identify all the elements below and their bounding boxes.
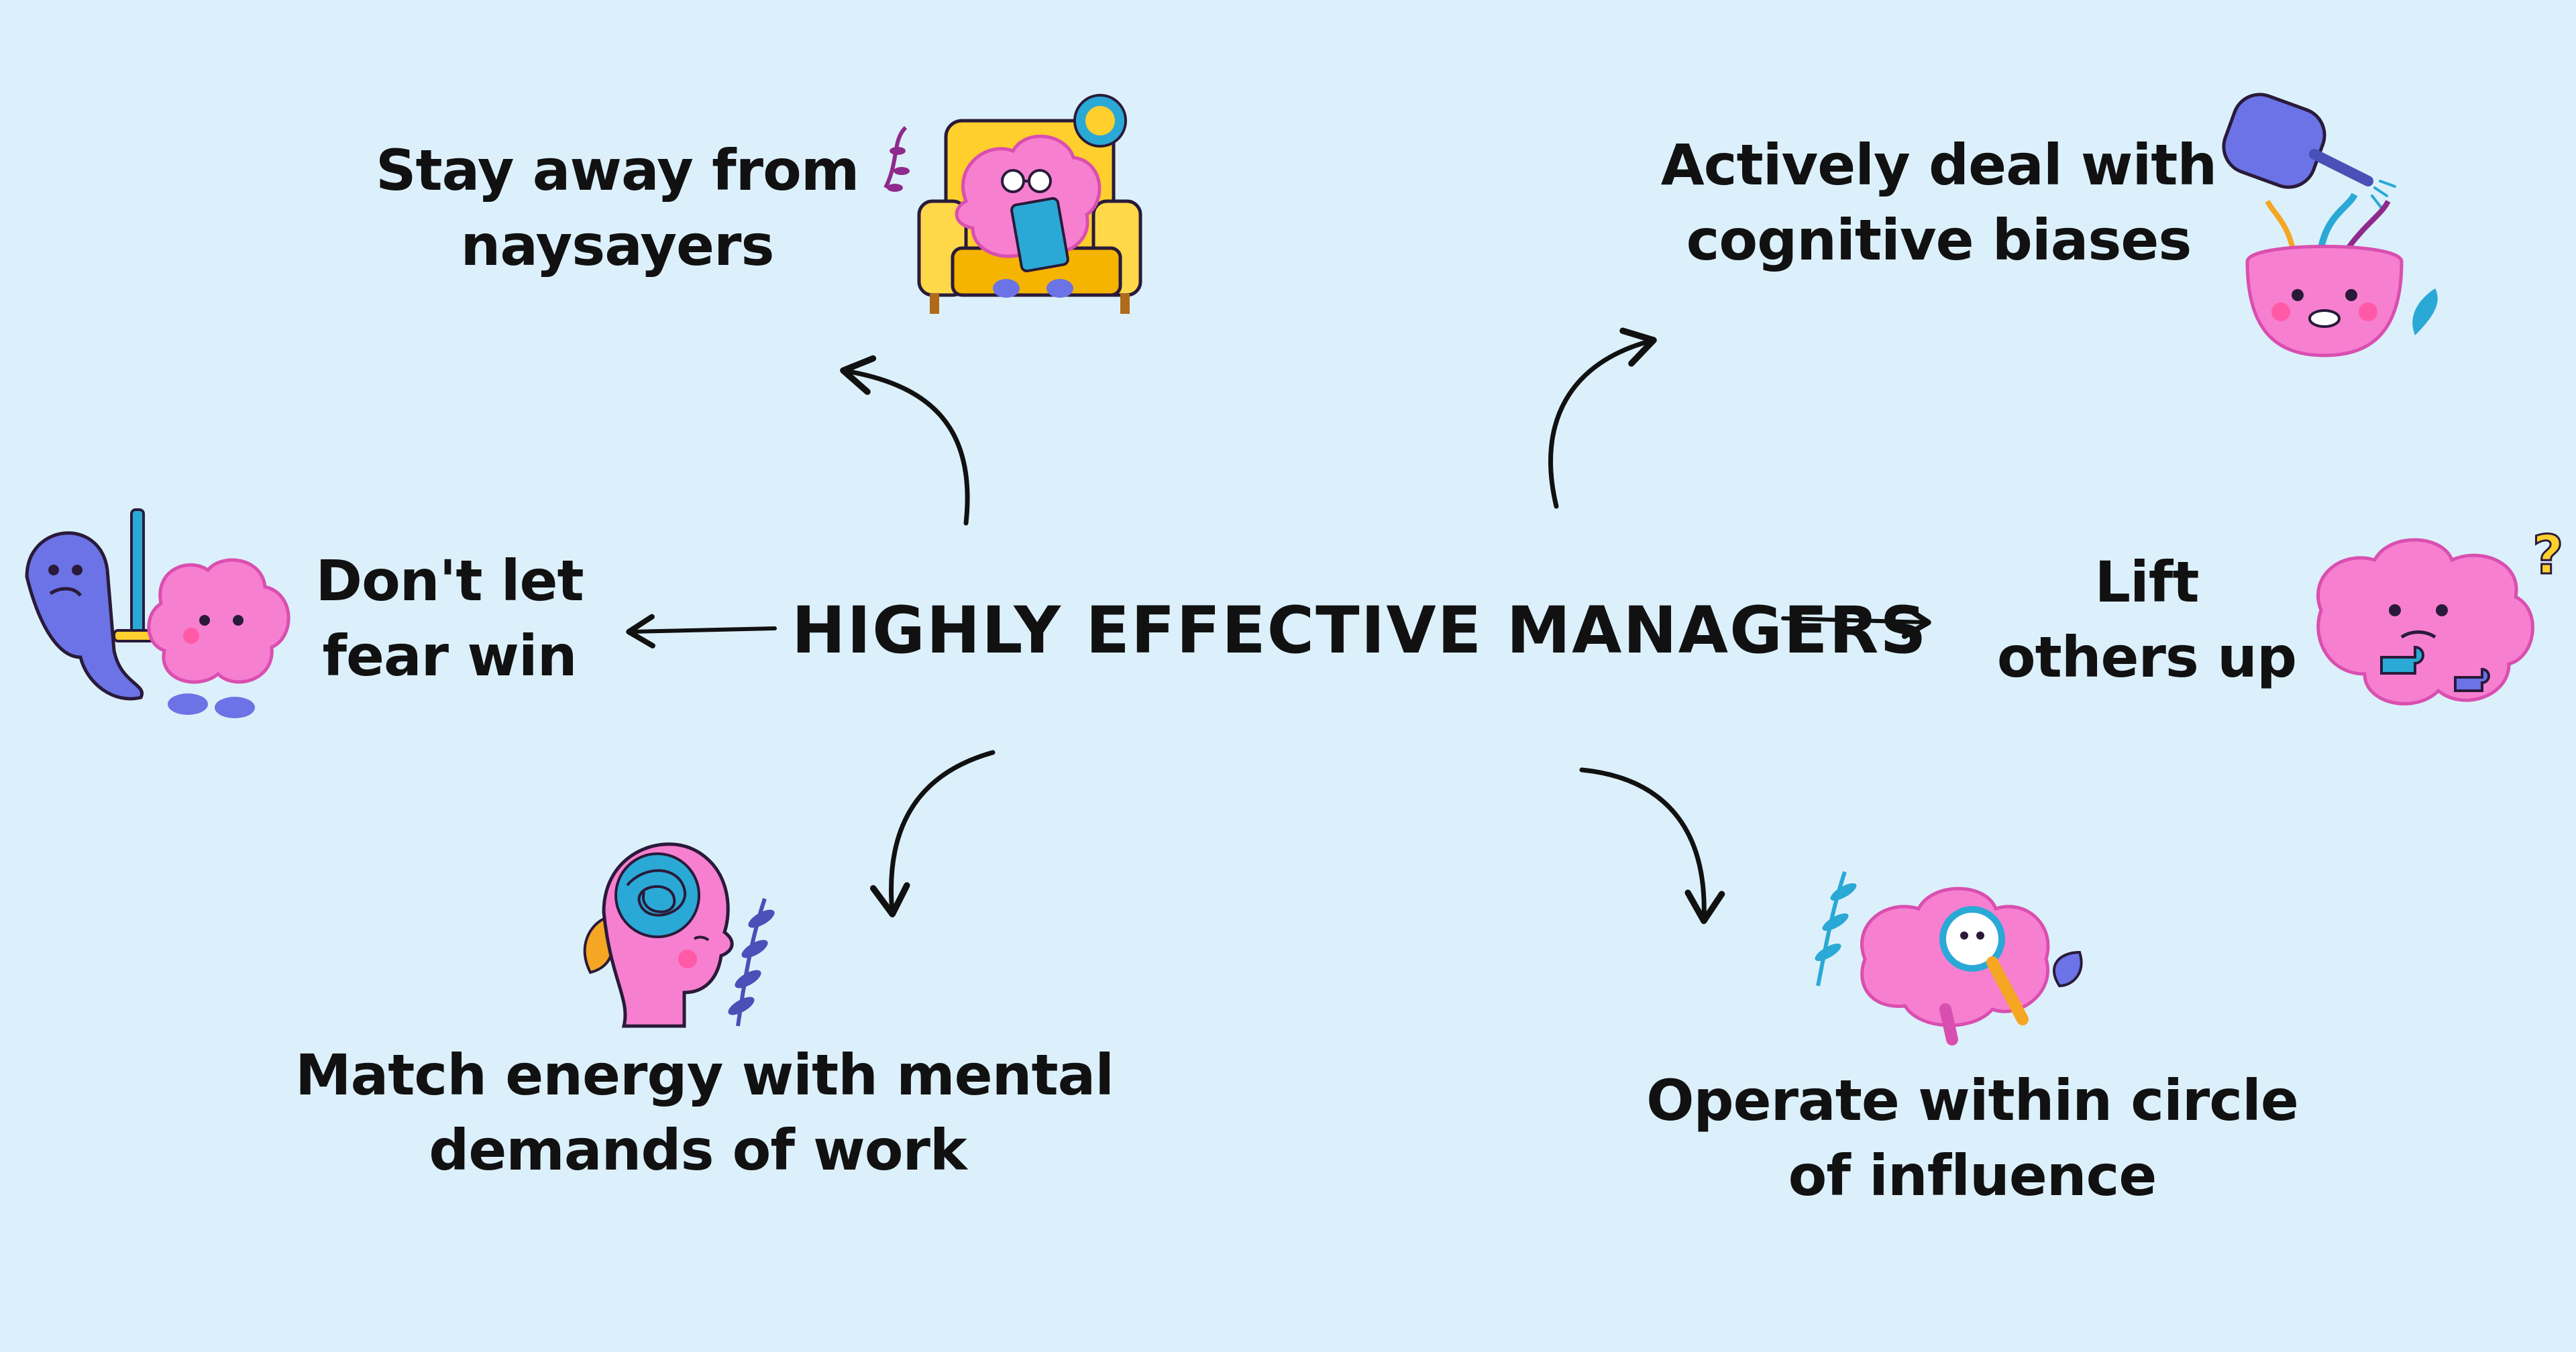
node-fear-line1: Don't let xyxy=(315,548,584,614)
node-fear-label: Don't let fear win xyxy=(315,543,584,693)
node-lift-line1: Lift xyxy=(2094,549,2199,615)
brain-with-puzzle-icon: ? xyxy=(2316,523,2565,706)
node-naysayers-label: Stay away from naysayers xyxy=(376,133,859,283)
arrow-to-influence xyxy=(1579,767,1725,924)
head-with-tangled-thoughts-icon xyxy=(583,842,775,1028)
node-influence-line2: of influence xyxy=(1788,1143,2157,1208)
node-naysayers-line1: Stay away from xyxy=(376,137,859,203)
node-biases-label: Actively deal with cognitive biases xyxy=(1657,127,2220,278)
node-biases-line1: Actively deal with xyxy=(1660,132,2217,198)
svg-text:?: ? xyxy=(2532,524,2563,586)
arrow-to-naysayers xyxy=(840,355,970,526)
arrow-to-fear xyxy=(626,614,777,649)
node-lift-label: Lift others up xyxy=(1986,545,2308,695)
center-title: HIGHLY EFFECTIVE MANAGERS xyxy=(792,593,1928,668)
brain-with-magnifier-icon xyxy=(1815,871,2083,1046)
node-fear-line2: fear win xyxy=(322,623,577,689)
node-energy-line1: Match energy with mental xyxy=(295,1042,1114,1108)
node-influence-label: Operate within circle of influence xyxy=(1637,1063,2308,1213)
ghost-and-brain-with-sword-icon xyxy=(25,508,290,718)
node-lift-line2: others up xyxy=(1996,624,2297,690)
arrow-to-lift xyxy=(1781,604,1931,639)
node-influence-line1: Operate within circle xyxy=(1646,1068,2299,1133)
brain-on-armchair-icon xyxy=(883,94,1142,314)
watering-can-plant-head-icon xyxy=(2222,93,2438,357)
node-energy-label: Match energy with mental demands of work xyxy=(295,1037,1114,1188)
arrow-to-energy xyxy=(869,750,996,917)
node-biases-line2: cognitive biases xyxy=(1686,207,2192,273)
node-energy-line2: demands of work xyxy=(429,1117,967,1183)
node-naysayers-line2: naysayers xyxy=(460,213,775,278)
arrow-to-biases xyxy=(1548,327,1657,509)
